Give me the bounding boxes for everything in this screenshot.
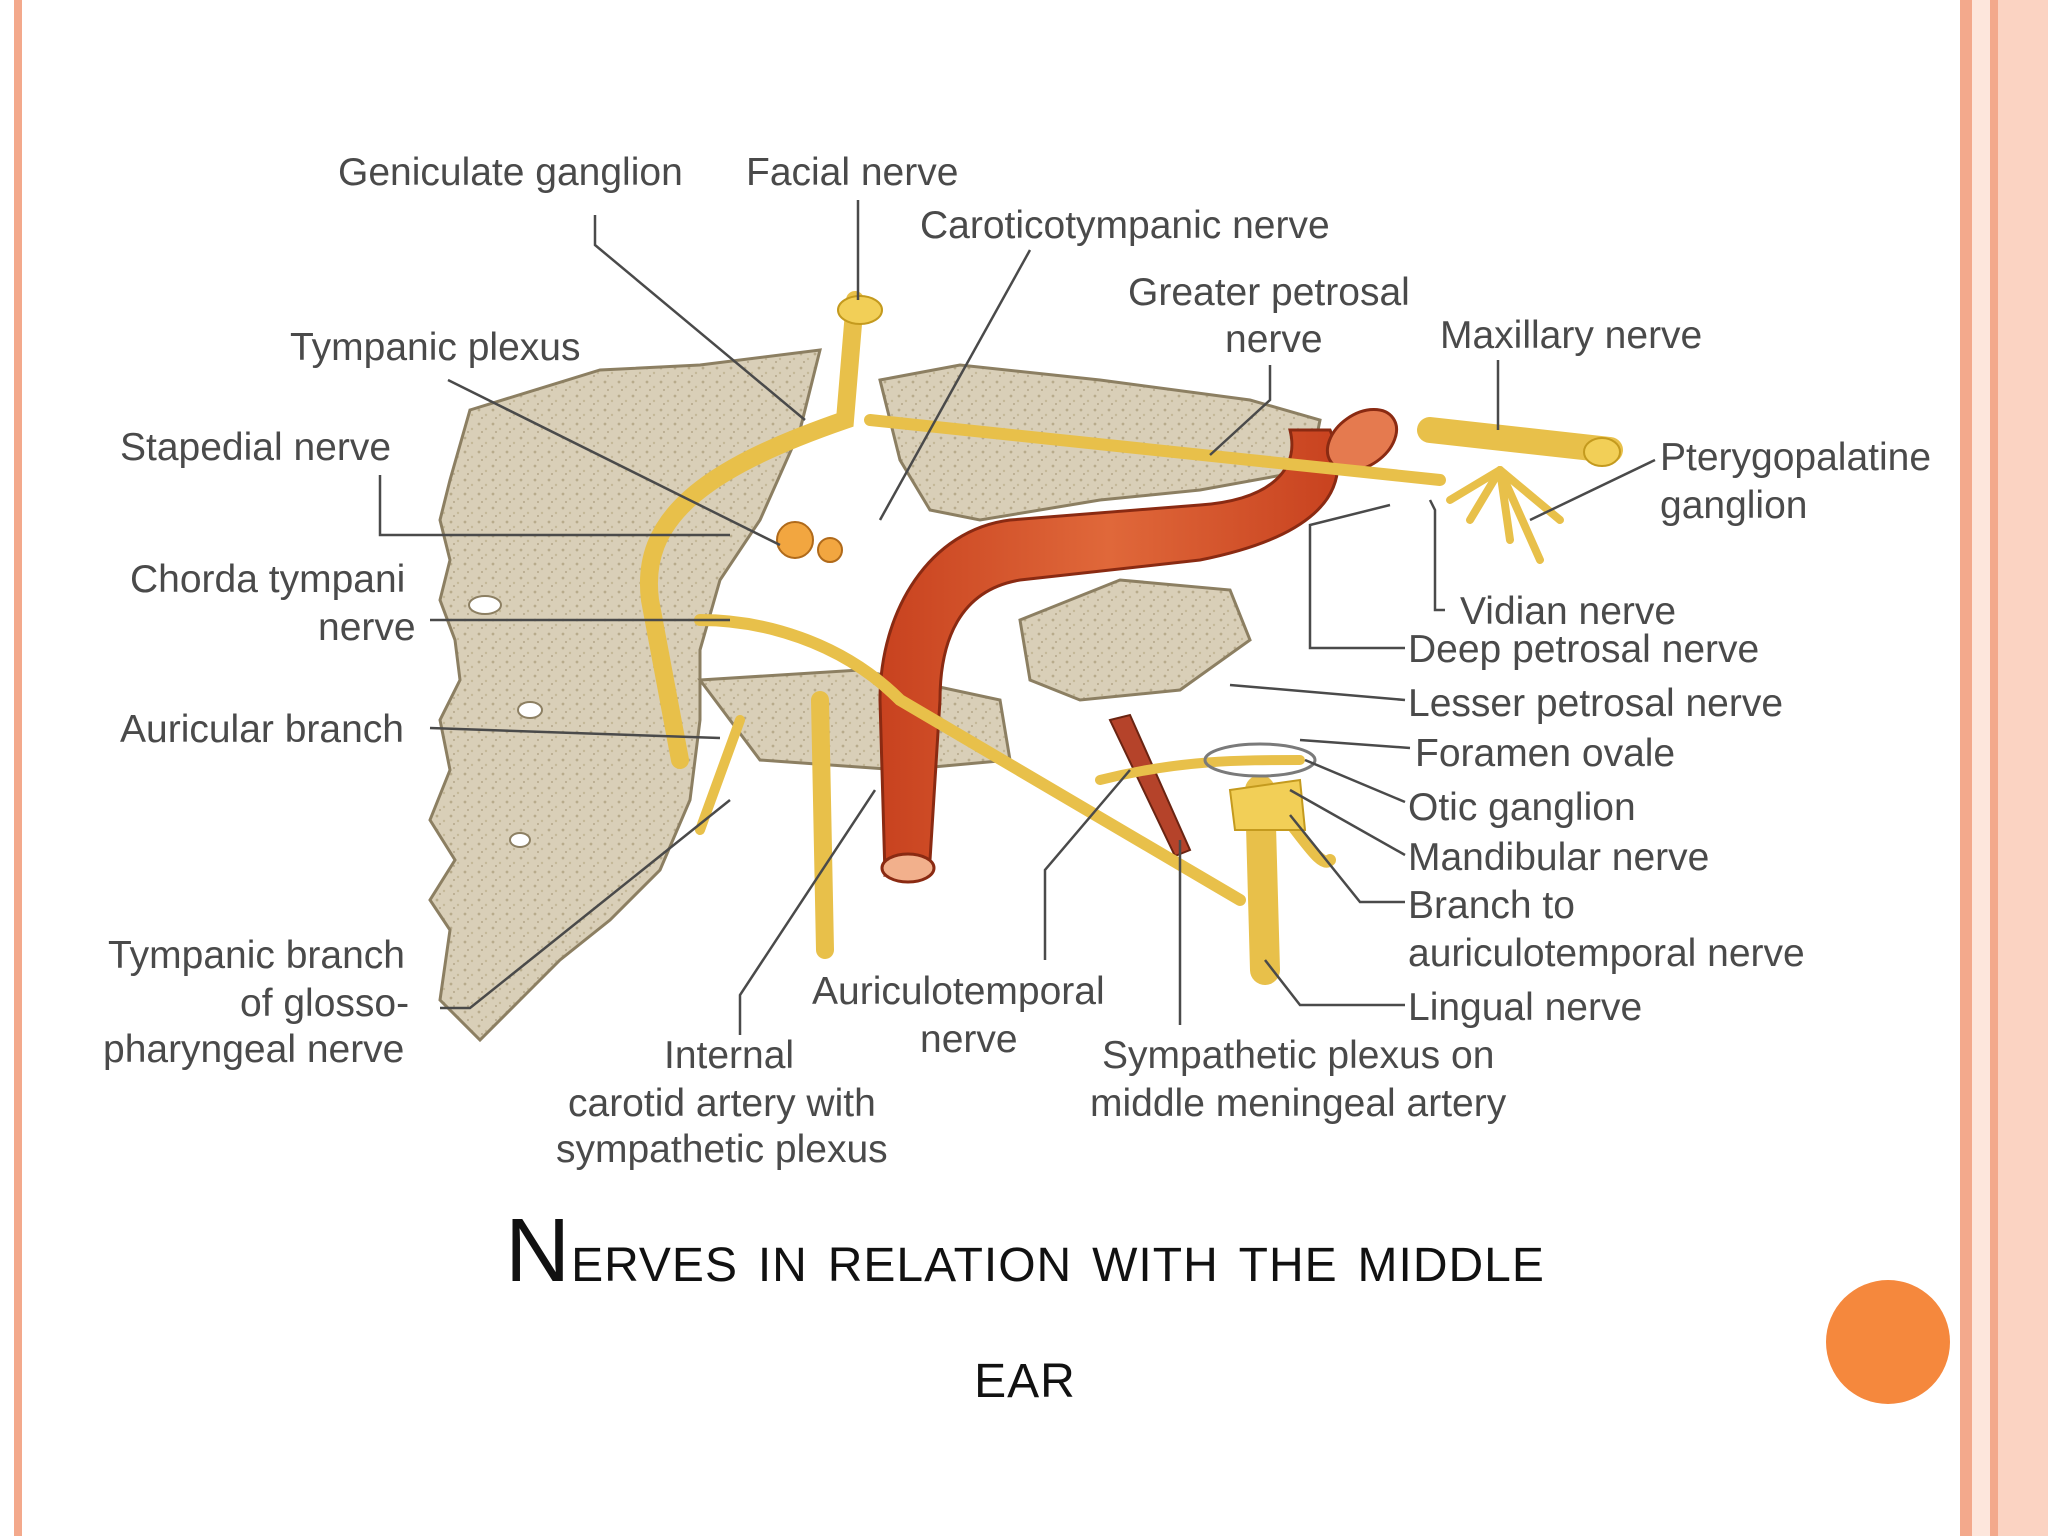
label-foramen-ovale: Foramen ovale: [1415, 732, 1675, 775]
label-sympathetic-plexus-2: middle meningeal artery: [1090, 1082, 1507, 1125]
label-facial-nerve: Facial nerve: [746, 151, 958, 194]
label-stapedial-nerve: Stapedial nerve: [120, 426, 391, 469]
label-greater-petrosal-1: Greater petrosal: [1128, 271, 1410, 314]
label-auriculotemporal-1: Auriculotemporal: [812, 970, 1105, 1013]
maxillary-nerve-trunk: [1417, 417, 1623, 463]
label-lingual-nerve: Lingual nerve: [1408, 986, 1642, 1029]
temporal-bone: [428, 348, 822, 1043]
label-vidian-nerve: Vidian nerve: [1460, 590, 1676, 633]
facial-nerve-descending: [811, 691, 834, 959]
label-mandibular-nerve: Mandibular nerve: [1408, 836, 1709, 879]
slide-right-border-line: [1990, 0, 1998, 1536]
label-tympanic-branch-3: pharyngeal nerve: [103, 1028, 404, 1071]
label-chorda-tympani-2: nerve: [318, 606, 416, 649]
label-maxillary-nerve: Maxillary nerve: [1440, 314, 1702, 357]
label-branch-to-1: Branch to: [1408, 884, 1575, 927]
label-lesser-petrosal-nerve: Lesser petrosal nerve: [1408, 682, 1783, 725]
label-auricular-branch: Auricular branch: [120, 708, 404, 751]
label-greater-petrosal-2: nerve: [1225, 318, 1323, 361]
leader-lines: [378, 200, 1656, 1035]
bone-floor: [697, 668, 1012, 772]
slide-title-line-1: Nerves in relation with the middle: [100, 1200, 1950, 1303]
label-chorda-tympani-1: Chorda tympani: [130, 558, 405, 601]
slide-title-rest: erves in relation with the middle: [571, 1220, 1545, 1296]
label-tympanic-branch-1: Tympanic branch: [108, 934, 405, 977]
label-pterygopalatine-1: Pterygopalatine: [1660, 436, 1931, 479]
greater-petrosal-course: [864, 414, 1446, 486]
pterygopalatine-branches: [1446, 466, 1564, 564]
label-otic-ganglion: Otic ganglion: [1408, 786, 1636, 829]
label-pterygopalatine-2: ganglion: [1660, 484, 1807, 527]
slide-title-line-2: ear: [974, 1336, 1076, 1412]
label-sympathetic-plexus-1: Sympathetic plexus on: [1102, 1034, 1494, 1077]
slide-right-border-inner: [1972, 0, 1990, 1536]
sphenoid-wing: [1018, 578, 1252, 702]
slide-title-initial: N: [505, 1201, 572, 1301]
label-tympanic-plexus: Tympanic plexus: [290, 326, 580, 369]
label-branch-to-2: auriculotemporal nerve: [1408, 932, 1805, 975]
label-internal-carotid-1: Internal: [664, 1034, 794, 1077]
slide-right-border-band: [1998, 0, 2048, 1536]
label-caroticotympanic-nerve: Caroticotympanic nerve: [920, 204, 1330, 247]
middle-meningeal-artery: [1108, 713, 1192, 858]
label-internal-carotid-2: carotid artery with: [568, 1082, 876, 1125]
label-deep-petrosal-nerve: Deep petrosal nerve: [1408, 628, 1759, 671]
label-tympanic-branch-2: of glosso-: [240, 982, 409, 1025]
decorative-orange-dot: [1826, 1280, 1950, 1404]
mandibular-nerve-top: [1228, 778, 1307, 831]
label-geniculate-ganglion: Geniculate ganglion: [338, 151, 683, 194]
auricular-branch-course: [695, 715, 745, 835]
slide-right-border: [1960, 0, 1972, 1536]
label-internal-carotid-3: sympathetic plexus: [556, 1128, 888, 1171]
slide-left-border: [14, 0, 22, 1536]
label-auriculotemporal-2: nerve: [920, 1018, 1018, 1061]
